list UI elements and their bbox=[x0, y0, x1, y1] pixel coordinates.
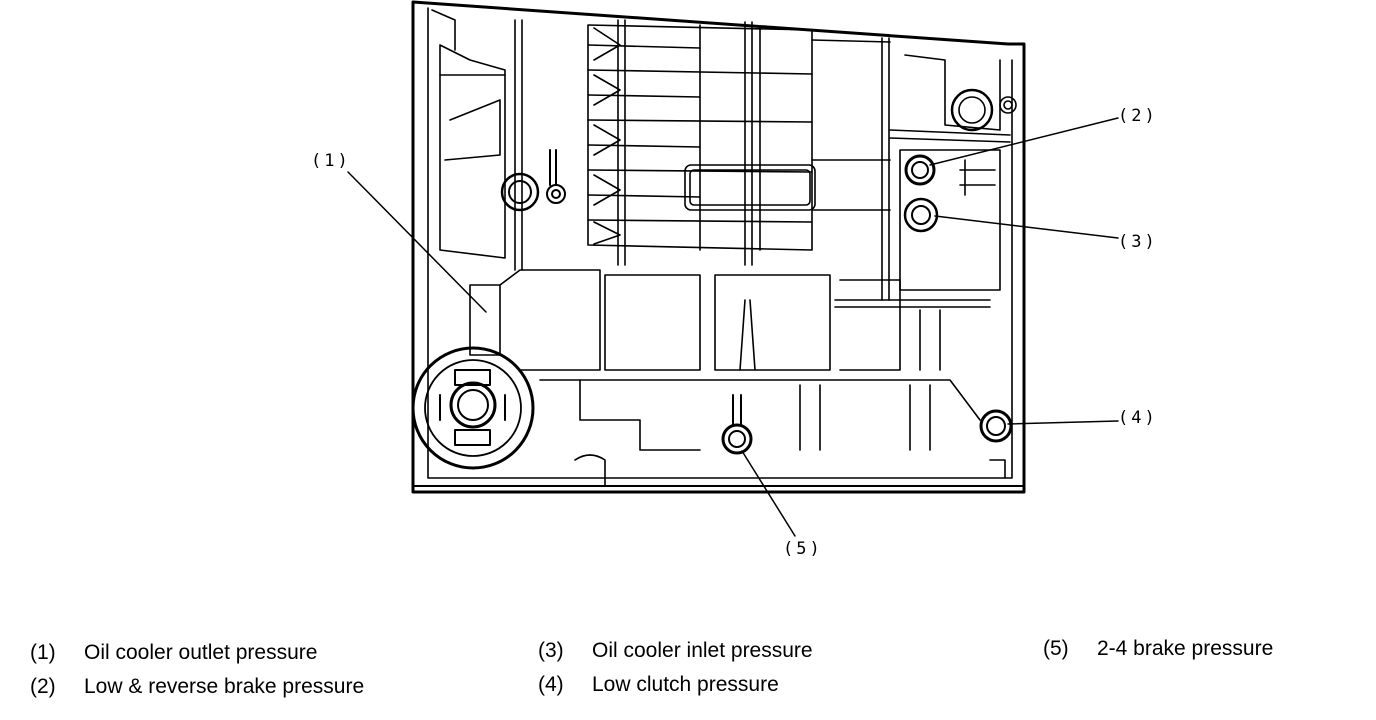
legend-number: (2) bbox=[30, 675, 56, 698]
callout-3: (3) bbox=[1118, 232, 1158, 252]
legend-item-3: (3) Oil cooler inlet pressure bbox=[538, 639, 813, 663]
leader-line-5 bbox=[741, 450, 796, 537]
legend-item-1: (1) Oil cooler outlet pressure bbox=[30, 641, 317, 665]
leader-line-1 bbox=[347, 171, 487, 313]
pressure-port-3 bbox=[903, 197, 939, 233]
valve-grid bbox=[587, 19, 891, 301]
legend-text: Oil cooler outlet pressure bbox=[84, 641, 318, 664]
pressure-port-4 bbox=[979, 409, 1013, 443]
callout-5: (5) bbox=[783, 539, 823, 559]
leader-line-4 bbox=[1007, 420, 1119, 425]
pressure-port-2 bbox=[904, 154, 936, 186]
pressure-port-5 bbox=[721, 394, 753, 455]
leader-lines bbox=[347, 117, 1119, 537]
legend-text: Low & reverse brake pressure bbox=[84, 675, 365, 698]
legend-text: 2-4 brake pressure bbox=[1097, 637, 1274, 660]
left-plug bbox=[500, 149, 566, 212]
transmission-case-diagram: (1) (2) (3) (4) (5) bbox=[311, 0, 1158, 559]
callout-2: (2) bbox=[1118, 106, 1158, 126]
legend-item-4: (4) Low clutch pressure bbox=[538, 673, 779, 697]
callout-4: (4) bbox=[1118, 408, 1158, 428]
upper-left-cavity bbox=[431, 9, 523, 271]
legend-text: Oil cooler inlet pressure bbox=[592, 639, 813, 662]
pump-wheel bbox=[411, 346, 535, 470]
leader-line-3 bbox=[934, 215, 1119, 239]
legend-item-5: (5) 2-4 brake pressure bbox=[1043, 637, 1273, 661]
legend-text: Low clutch pressure bbox=[592, 673, 779, 696]
right-upper-components bbox=[889, 54, 1017, 291]
legend-number: (5) bbox=[1043, 637, 1069, 660]
lower-body bbox=[469, 269, 1006, 486]
case-inner-outline bbox=[427, 7, 1013, 479]
legend-number: (3) bbox=[538, 639, 564, 662]
leader-line-2 bbox=[929, 117, 1119, 166]
legend: (1) Oil cooler outlet pressure (2) Low & r… bbox=[0, 630, 1376, 720]
legend-number: (4) bbox=[538, 673, 564, 696]
legend-number: (1) bbox=[30, 641, 56, 664]
callout-1: (1) bbox=[311, 151, 351, 171]
legend-item-2: (2) Low & reverse brake pressure bbox=[30, 675, 364, 699]
